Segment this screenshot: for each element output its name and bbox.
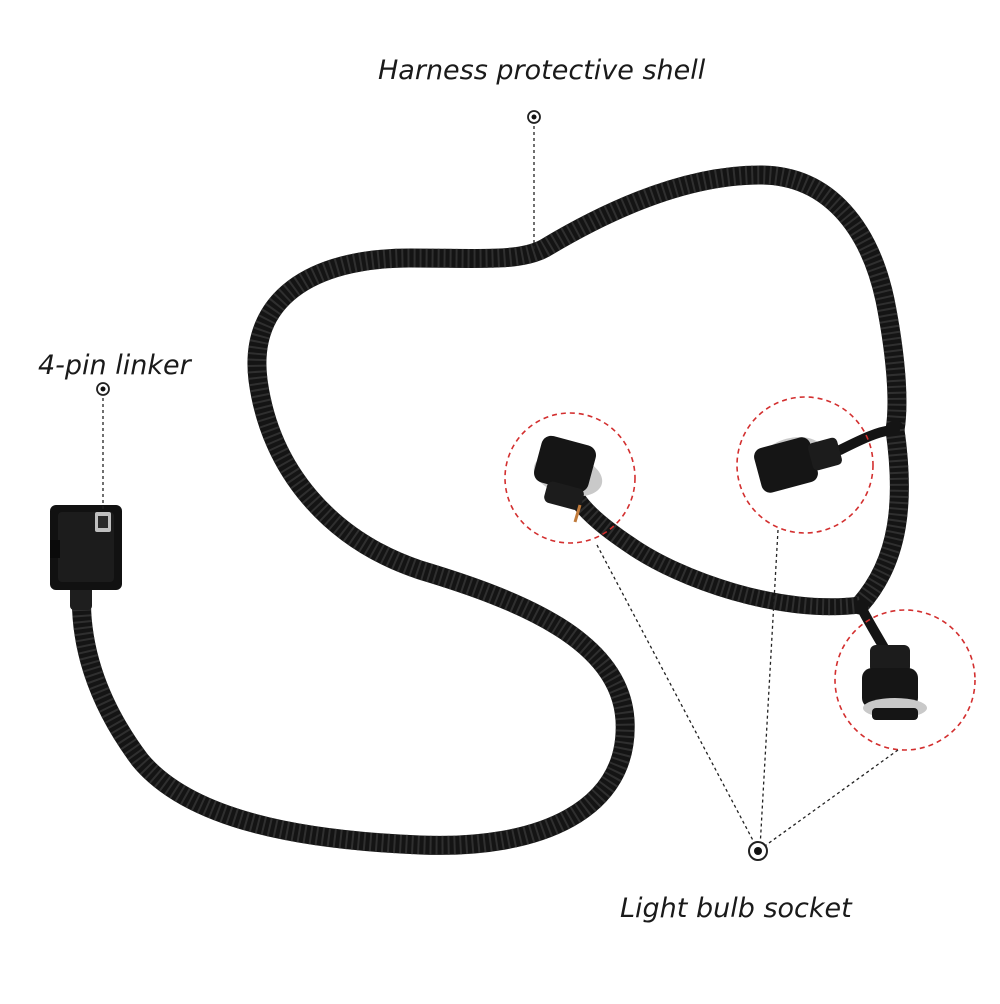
harness-shell-label: Harness protective shell (378, 55, 706, 86)
leader-socket-middle (759, 529, 779, 849)
harness-cable (71, 165, 909, 855)
harness-wire-middle (835, 425, 900, 455)
leader-lines (102, 120, 899, 849)
anchor-markers (96, 110, 768, 861)
leader-socket-lower (761, 749, 899, 849)
light-bulb-socket-label: Light bulb socket (620, 893, 852, 924)
four-pin-connector (50, 505, 122, 610)
harness-cable-main (71, 165, 907, 855)
bulb-socket-middle (754, 436, 842, 493)
four-pin-linker-label: 4-pin linker (38, 350, 191, 381)
highlight-ring-middle (736, 396, 874, 534)
target-dot-icon (527, 110, 541, 124)
bulb-socket-left (533, 435, 603, 523)
highlight-ring-left (504, 412, 636, 544)
highlight-rings (504, 396, 976, 751)
highlight-ring-lower (834, 609, 976, 751)
bulb-socket-lower (862, 645, 927, 720)
target-dot-icon (96, 382, 110, 396)
harness-cable-branch-left (569, 491, 869, 616)
target-dot-icon (748, 841, 768, 861)
